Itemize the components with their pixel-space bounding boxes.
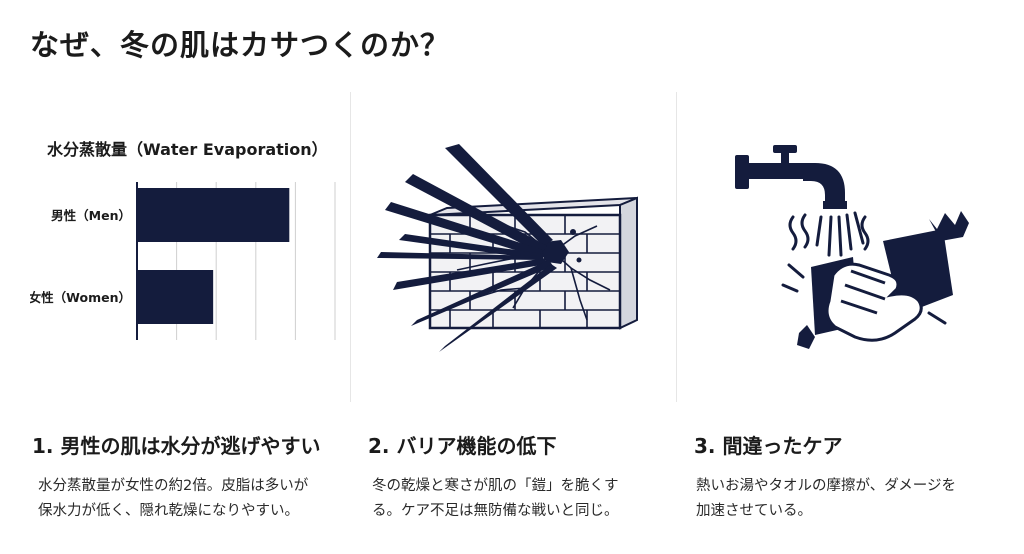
desc-line: 熱いお湯やタオルの摩擦が、ダメージを [696, 478, 956, 494]
desc-line: る。ケア不足は無防備な戦いと同じ。 [372, 503, 619, 519]
desc-line: 保水力が低く、隠れ乾燥になりやすい。 [38, 503, 299, 519]
chart-bar [137, 270, 214, 324]
cracked-brick-wall-icon [377, 144, 638, 352]
chart-category-label: 女性（Women） [30, 290, 131, 305]
heading-barrier: 2. バリア機能の低下 [368, 434, 557, 458]
chart-title: 水分蒸散量（Water Evaporation） [47, 140, 328, 159]
desc-male-skin: 水分蒸散量が女性の約2倍。皮脂は多いが 保水力が低く、隠れ乾燥になりやすい。 [38, 474, 308, 524]
steam-icon [788, 213, 870, 251]
heading-wrong-care: 3. 間違ったケア [694, 434, 843, 458]
desc-barrier: 冬の乾燥と寒さが肌の「鎧」を脆くす る。ケア不足は無防備な戦いと同じ。 [372, 474, 619, 524]
faucet-towel-friction-icon [735, 145, 969, 349]
faucet-icon [735, 145, 847, 209]
hand-icon [825, 262, 923, 342]
desc-line: 冬の乾燥と寒さが肌の「鎧」を脆くす [372, 478, 619, 494]
desc-wrong-care: 熱いお湯やタオルの摩擦が、ダメージを 加速させている。 [696, 474, 956, 524]
evaporation-bar-chart: 男性（Men） 女性（Women） [30, 182, 336, 340]
water-stream-icon [815, 211, 865, 257]
column-divider-1 [350, 92, 351, 402]
friction-lines-icon [781, 263, 947, 325]
desc-line: 水分蒸散量が女性の約2倍。皮脂は多いが [38, 478, 309, 494]
column-divider-2 [676, 92, 677, 402]
page-title: なぜ、冬の肌はカサつくのか？ [30, 28, 451, 62]
desc-line: 加速させている。 [696, 503, 812, 519]
heading-male-skin: 1. 男性の肌は水分が逃げやすい [32, 434, 321, 458]
chart-category-label: 男性（Men） [51, 208, 131, 223]
chart-bar [137, 188, 290, 242]
